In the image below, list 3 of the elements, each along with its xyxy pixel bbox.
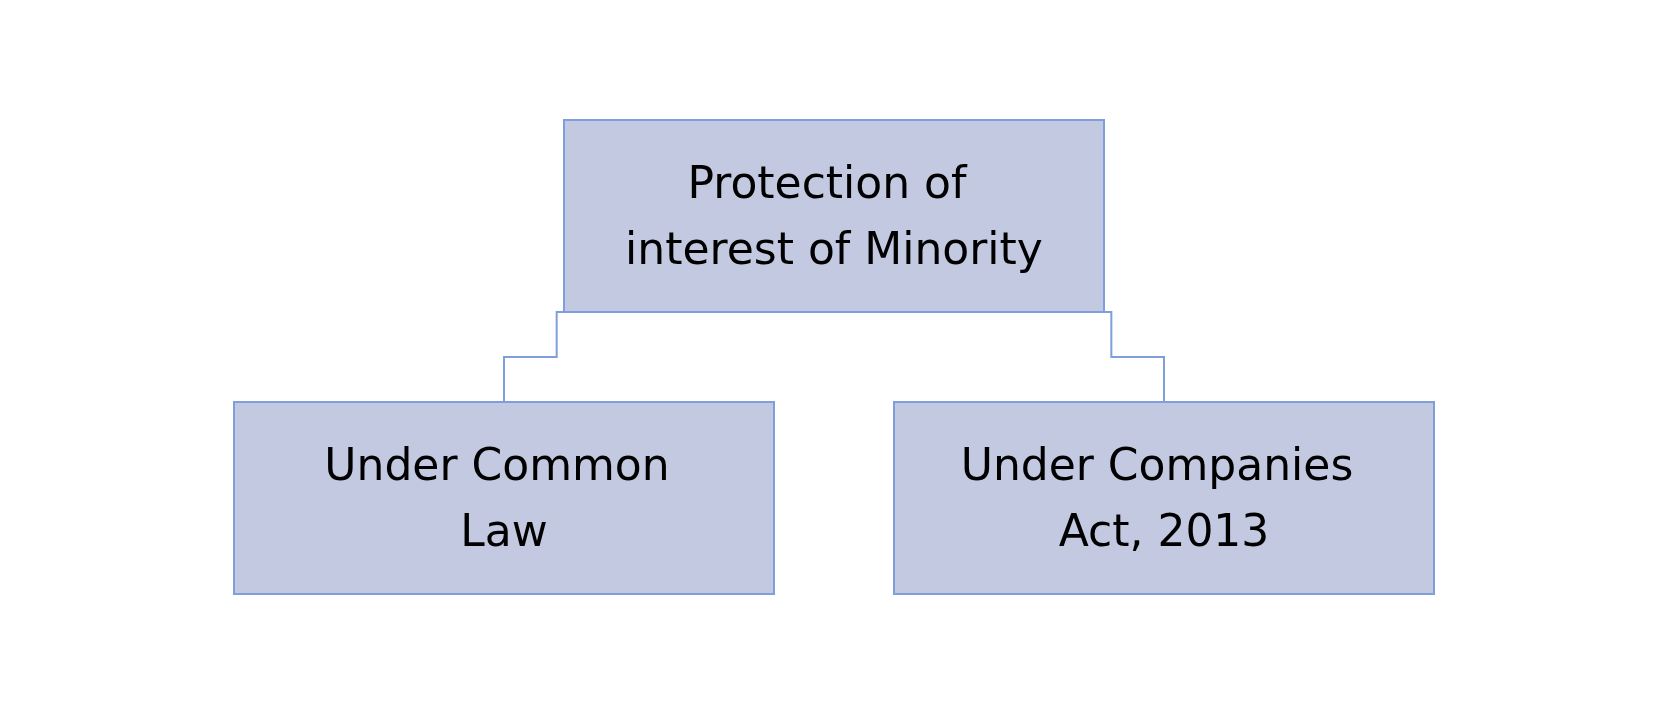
node-box: Under Companies Act, 2013 <box>893 401 1435 595</box>
node-box: Under Common Law <box>233 401 775 595</box>
node-box: Protection of interest of Minority <box>563 119 1105 313</box>
